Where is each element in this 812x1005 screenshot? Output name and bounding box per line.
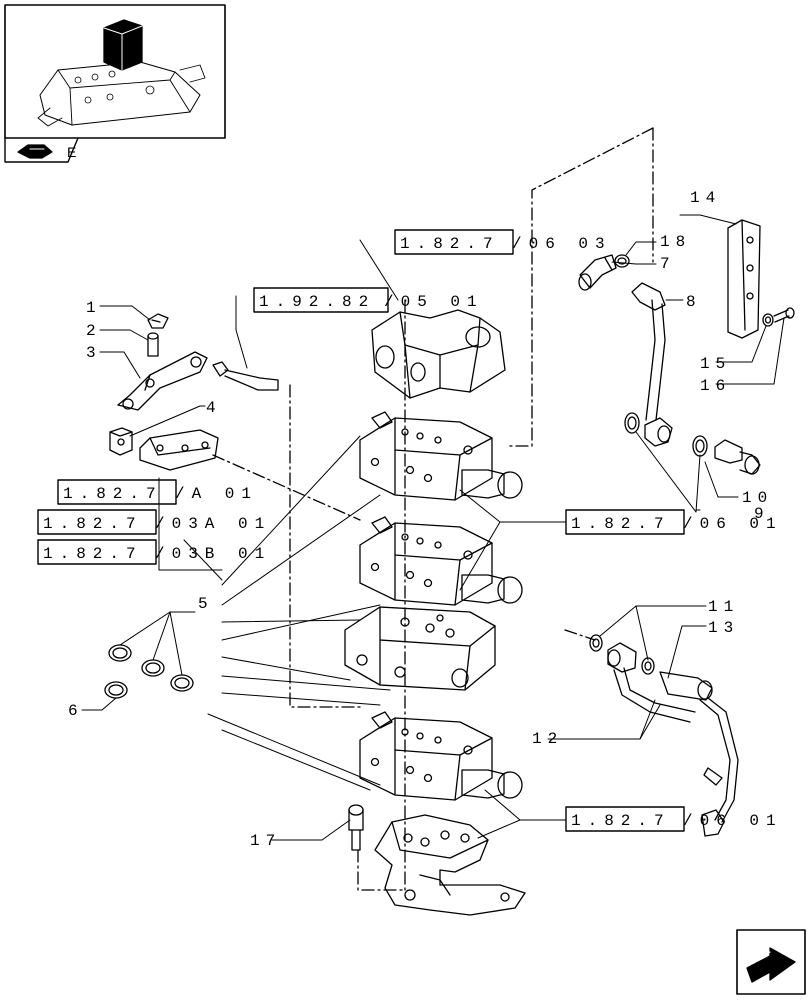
thumbnail-tab[interactable]: E: [4, 137, 79, 163]
part-7-elbow[interactable]: [578, 254, 617, 291]
ref-7-code: 1.82.7: [571, 812, 671, 830]
callout-2: 2: [86, 322, 102, 340]
callout-12: 12: [532, 730, 563, 748]
valve-section-1[interactable]: [359, 411, 523, 501]
callout-9: 9: [754, 505, 770, 523]
reference-fan-lines: [158, 435, 391, 791]
callout-7: 7: [660, 255, 676, 273]
part-16-screw[interactable]: [773, 307, 795, 323]
part-15-washer[interactable]: [762, 313, 774, 327]
part-3-lever[interactable]: [117, 351, 208, 411]
arrow-next-icon: [746, 947, 796, 983]
ref-2-code: 1.92.82: [259, 293, 375, 311]
callout-3: 3: [86, 344, 102, 362]
ref-6-code: 1.82.7: [571, 515, 671, 533]
ref-box-5[interactable]: 1.82.7 /03B 01: [37, 539, 271, 565]
valve-spacer-plate[interactable]: [344, 606, 496, 691]
ref-box-3[interactable]: 1.82.7 /A 01: [57, 479, 258, 505]
ref-1-suffix: /06 03: [512, 235, 612, 253]
assembly-lines: [212, 127, 654, 891]
ref-box-7[interactable]: 1.82.7 /06 01: [565, 806, 783, 832]
callout-1: 1: [86, 299, 102, 317]
part-18-fitting[interactable]: [614, 254, 630, 268]
part-2-pin[interactable]: [147, 332, 159, 357]
callout-17: 17: [250, 832, 281, 850]
part-11-washers[interactable]: [589, 634, 655, 675]
valve-base[interactable]: [374, 814, 526, 916]
callout-18: 18: [660, 233, 691, 251]
callout-5: 5: [198, 595, 214, 613]
callout-16: 16: [700, 377, 731, 395]
part-12-pipe[interactable]: [607, 642, 696, 723]
tractor-icon: [17, 144, 53, 159]
part-5-orings[interactable]: [108, 644, 194, 692]
bolt-17[interactable]: [348, 804, 364, 851]
part-1-clip[interactable]: [147, 313, 169, 329]
part-6-oring[interactable]: [104, 681, 128, 699]
callout-15: 15: [700, 355, 731, 373]
next-page-button[interactable]: [736, 929, 806, 995]
callout-6: 6: [68, 702, 84, 720]
thumbnail-letter: E: [67, 144, 76, 160]
ref-4-code: 1.82.7: [43, 515, 143, 533]
ref-4-suffix: /03A 01: [155, 515, 271, 533]
thumbnail[interactable]: [4, 4, 226, 139]
callout-11: 11: [708, 598, 739, 616]
ref-box-1[interactable]: 1.82.7 /06 03: [394, 229, 612, 255]
ref-6-suffix: /06 01: [683, 515, 783, 533]
ref-1-code: 1.82.7: [400, 235, 500, 253]
callout-13: 13: [708, 619, 739, 637]
ref-3-suffix: /A 01: [175, 485, 258, 503]
ref-box-6[interactable]: 1.82.7 /06 01: [565, 509, 783, 535]
callout-4: 4: [206, 399, 222, 417]
valve-top-cover[interactable]: [371, 309, 506, 399]
valve-section-3[interactable]: [359, 711, 523, 801]
part-callouts: 1 2 3 4 5 6 7 8 9 10 11 12 13 14 15 16 1…: [68, 189, 773, 850]
ref-5-code: 1.82.7: [43, 545, 143, 563]
link-rod[interactable]: [212, 361, 279, 391]
part-4-block[interactable]: [109, 427, 219, 471]
ref-3-code: 1.82.7: [63, 485, 163, 503]
valve-section-2[interactable]: [359, 516, 523, 606]
callout-14: 14: [690, 189, 721, 207]
part-14-bracket[interactable]: [727, 219, 761, 339]
ref-box-4[interactable]: 1.82.7 /03A 01: [37, 509, 271, 535]
leader-lines: [81, 214, 785, 841]
part-10-bolt[interactable]: [714, 439, 761, 475]
ref-5-suffix: /03B 01: [155, 545, 271, 563]
part-8-pipe[interactable]: [631, 282, 673, 447]
callout-10: 10: [742, 489, 773, 507]
ref-2-suffix: /05 01: [384, 293, 484, 311]
ref-7-suffix: /06 01: [683, 812, 783, 830]
callout-8: 8: [686, 293, 702, 311]
ref-box-2[interactable]: 1.92.82 /05 01: [253, 287, 484, 313]
part-13-pipe[interactable]: [659, 671, 739, 837]
